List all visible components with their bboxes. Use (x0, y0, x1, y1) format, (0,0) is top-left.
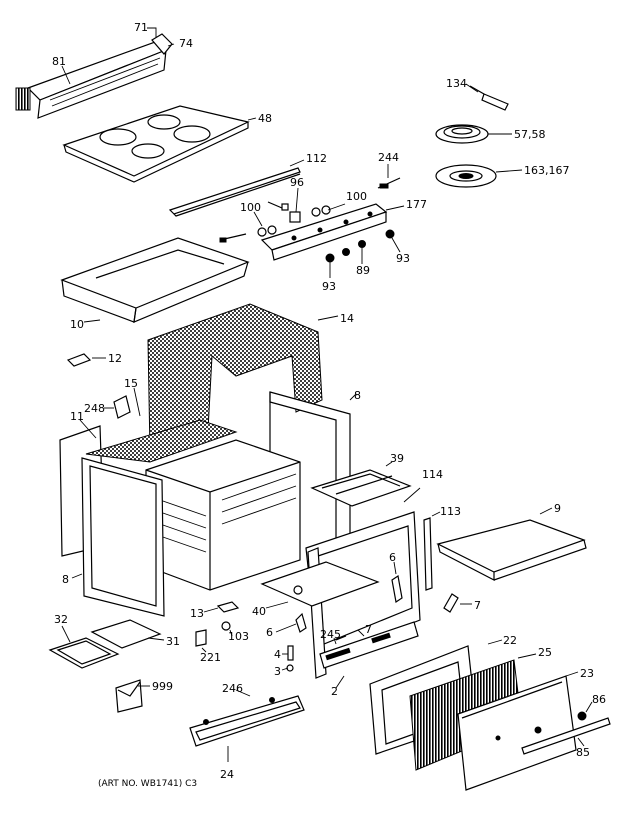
callout-7-left: 7 (365, 623, 372, 636)
callout-7-right: 7 (474, 599, 481, 612)
callout-24: 24 (220, 768, 234, 781)
switch-parts (219, 177, 401, 243)
callout-100-left: 100 (240, 201, 261, 214)
callout-71: 71 (134, 21, 148, 34)
top-tray-part (60, 237, 250, 323)
leader-lines (61, 27, 175, 85)
door-handle-part (521, 711, 611, 755)
callout-57-58: 57,58 (514, 128, 546, 141)
broil-grid-part (90, 619, 162, 649)
art-number: (ART NO. WB1741) C3 (98, 779, 197, 789)
callout-6-right: 6 (389, 551, 396, 564)
callout-8-lower: 8 (62, 573, 69, 586)
oven-body-part (59, 391, 351, 617)
door-gasket-part (423, 517, 433, 591)
callout-81: 81 (52, 55, 66, 68)
callout-3: 3 (274, 665, 281, 678)
callout-13: 13 (190, 607, 204, 620)
callout-22: 22 (503, 634, 517, 647)
callout-85: 85 (576, 746, 590, 759)
callout-15: 15 (124, 377, 138, 390)
callout-248: 248 (84, 402, 105, 415)
callout-2: 2 (331, 685, 338, 698)
callout-6-left: 6 (266, 626, 273, 639)
backsplash-part (15, 33, 173, 119)
callout-244: 244 (378, 151, 399, 164)
callout-134: 134 (446, 77, 467, 90)
hinge-parts (286, 574, 459, 672)
callout-177: 177 (406, 198, 427, 211)
callout-221: 221 (200, 651, 221, 664)
rack-part (436, 519, 587, 581)
literature-part (115, 679, 143, 713)
callout-112: 112 (306, 152, 327, 165)
callout-9: 9 (554, 502, 561, 515)
callout-10: 10 (70, 318, 84, 331)
bottom-panel-part (260, 561, 380, 607)
callout-14: 14 (340, 312, 354, 325)
small-parts-13-103 (216, 601, 240, 631)
callout-86: 86 (592, 693, 606, 706)
callout-100-right: 100 (346, 190, 367, 203)
callout-12: 12 (108, 352, 122, 365)
callout-4: 4 (274, 648, 281, 661)
clip-part-12 (66, 353, 92, 367)
callout-89: 89 (356, 264, 370, 277)
control-panel-part (260, 203, 388, 261)
callout-31: 31 (166, 635, 180, 648)
cooktop-part (62, 105, 250, 183)
bottom-drawer-front-part (189, 695, 305, 747)
clip-part-221 (195, 629, 207, 647)
callout-39: 39 (390, 452, 404, 465)
callout-48: 48 (258, 112, 272, 125)
callout-25: 25 (538, 646, 552, 659)
callout-163-167: 163,167 (524, 164, 570, 177)
callout-114: 114 (422, 468, 443, 481)
callout-11: 11 (70, 410, 84, 423)
callout-245: 245 (320, 628, 341, 641)
door-outer-panel-part (457, 675, 577, 791)
callout-96: 96 (290, 176, 304, 189)
callout-999: 999 (152, 680, 173, 693)
callout-93-right: 93 (396, 252, 410, 265)
drip-pan-part (48, 637, 120, 669)
callout-103: 103 (228, 630, 249, 643)
callout-113: 113 (440, 505, 461, 518)
callout-40: 40 (252, 605, 266, 618)
callout-23: 23 (580, 667, 594, 680)
broil-pan-part (310, 469, 412, 507)
callout-32: 32 (54, 613, 68, 626)
callout-8-upper: 8 (354, 389, 361, 402)
callout-74: 74 (179, 37, 193, 50)
callout-93-left: 93 (322, 280, 336, 293)
front-trim-112 (168, 167, 301, 217)
callout-246: 246 (222, 682, 243, 695)
